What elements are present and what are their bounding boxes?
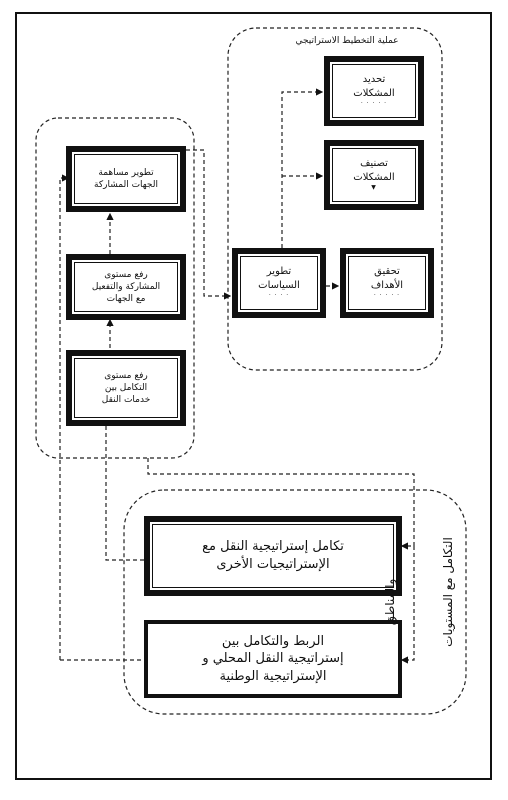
strategic-planning-title: عملية التخطيط الاستراتيجي <box>295 36 399 46</box>
raise-participation-line2: المشاركة والتفعيل <box>91 281 161 292</box>
develop-policies-dots: · · · · <box>268 292 290 300</box>
strategic-planning-group <box>227 27 443 371</box>
develop-policies-box: تطوير السياسات · · · · <box>232 248 326 318</box>
raise-participation-line1: رفع مستوى <box>104 269 148 280</box>
develop-participation-box: تطوير مساهمة الجهات المشاركة <box>66 146 186 212</box>
integrate-strategies-line2: الإستراتيجيات الأخرى <box>216 557 330 572</box>
integration-side-label-1: التكامل مع المستويات <box>441 537 455 647</box>
linking-strategies-line2: إستراتيجية النقل المحلي و <box>202 651 344 667</box>
define-problems-line1: تحديد <box>362 74 386 86</box>
linking-strategies-box: الربط والتكامل بين إستراتيجية النقل المح… <box>144 620 402 698</box>
page-border <box>15 12 492 780</box>
define-problems-box: تحديد المشكلات · · · · · <box>324 56 424 126</box>
classify-problems-line2: المشكلات <box>353 171 395 183</box>
define-problems-dots: · · · · · <box>360 100 388 108</box>
classify-problems-line1: تصنيف <box>360 158 388 170</box>
raise-integration-line3: خدمات النقل <box>101 395 151 406</box>
raise-participation-box: رفع مستوى المشاركة والتفعيل مع الجهات <box>66 254 186 320</box>
participation-group <box>35 117 195 459</box>
raise-participation-line3: مع الجهات <box>106 294 146 305</box>
define-problems-line2: المشكلات <box>353 87 395 99</box>
develop-participation-line2: الجهات المشاركة <box>94 180 158 190</box>
develop-participation-line1: تطوير مساهمة <box>98 167 154 178</box>
achieve-goals-line2: الأهداف <box>370 279 404 291</box>
raise-integration-line1: رفع مستوى <box>104 370 148 381</box>
classify-problems-box: تصنيف المشكلات ▼ <box>324 140 424 210</box>
linking-strategies-line1: الربط والتكامل بين <box>221 633 325 649</box>
integration-side-label-2: والمناطق <box>383 578 397 626</box>
raise-integration-line2: التكامل بين <box>104 382 148 393</box>
achieve-goals-box: تحقيق الأهداف · · · · · <box>340 248 434 318</box>
develop-policies-line1: تطوير <box>266 266 292 278</box>
achieve-goals-dots: · · · · · <box>373 292 401 300</box>
linking-strategies-line3: الإستراتيجية الوطنية <box>219 668 327 684</box>
down-arrow-icon: ▼ <box>371 184 377 192</box>
integrate-strategies-box: تكامل إستراتيجية النقل مع الإستراتيجيات … <box>144 516 402 596</box>
raise-integration-box: رفع مستوى التكامل بين خدمات النقل <box>66 350 186 426</box>
develop-policies-line2: السياسات <box>258 279 300 291</box>
integrate-strategies-line1: تكامل إستراتيجية النقل مع <box>202 539 344 555</box>
achieve-goals-line1: تحقيق <box>374 266 400 278</box>
